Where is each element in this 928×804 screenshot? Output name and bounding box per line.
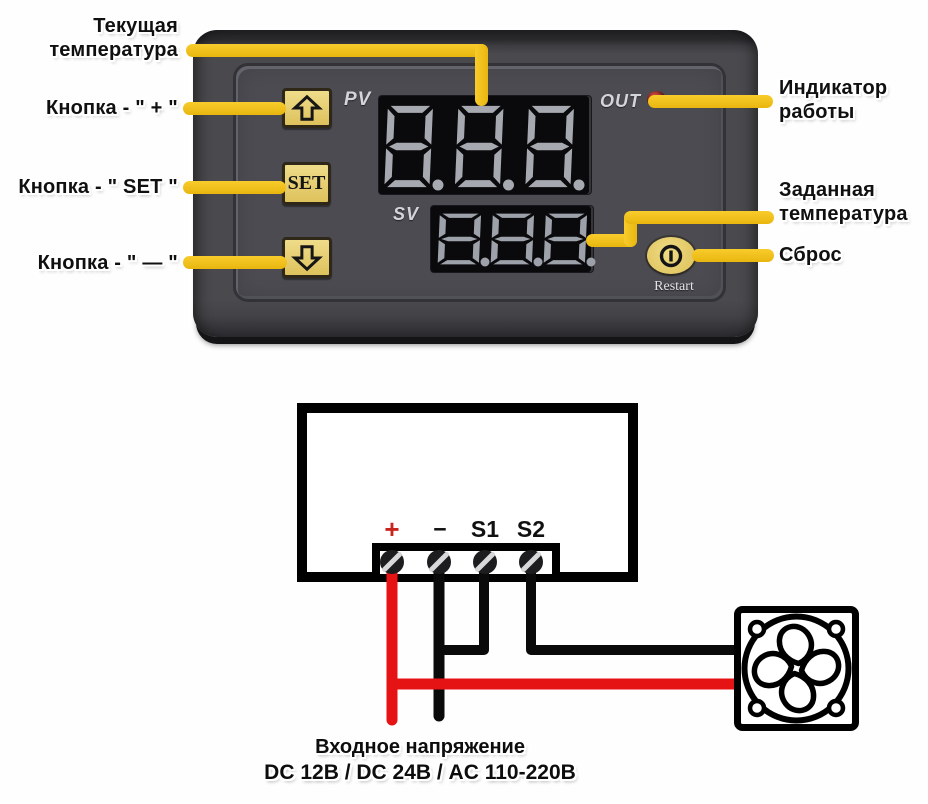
wire-s1-jumper [440, 557, 489, 655]
screw-icon [427, 550, 451, 574]
input-voltage-caption: Входное напряжение [315, 736, 525, 758]
screw-icon [380, 550, 404, 574]
label-work-indicator: Индикатор работы [779, 77, 888, 123]
out-label: OUT [600, 91, 641, 111]
set-button-label: SET [287, 172, 326, 194]
power-icon [659, 244, 683, 267]
screw-icon [473, 550, 497, 574]
label-target-temperature: Заданная температура [779, 179, 908, 225]
callout-reset [692, 249, 774, 262]
callout-target-temp-high [624, 211, 774, 224]
pv-display [379, 96, 591, 194]
fan-icon [734, 606, 859, 731]
label-button-set: Кнопка - " SET " [18, 176, 178, 198]
callout-plus-button [183, 102, 286, 115]
thermostat-device: SET PV OUT SV Restart [193, 30, 758, 337]
label-current-temperature: Текущая температура [49, 15, 178, 61]
restart-button-caption: Restart [654, 279, 694, 294]
pv-label: PV [344, 89, 372, 110]
set-button: SET [282, 162, 331, 205]
callout-current-temp-v [475, 44, 488, 106]
terminal-label-plus: + [384, 514, 399, 544]
sv-display [431, 206, 596, 272]
callout-out-led [648, 95, 773, 108]
label-button-minus: Кнопка - " — " [37, 252, 178, 274]
label-button-plus: Кнопка - " + " [45, 97, 178, 119]
up-button [282, 88, 332, 128]
arrow-down-icon [291, 244, 323, 271]
callout-set-button [183, 181, 286, 194]
restart-button [647, 237, 695, 274]
terminal-label-minus: − [433, 516, 446, 542]
screw-icon [519, 550, 543, 574]
sv-label: SV [393, 204, 420, 224]
wire-s2-to-fan [526, 562, 737, 655]
input-voltage-values: DC 12В / DC 24В / AC 110-220В [264, 761, 576, 784]
terminal-label-s1: S1 [471, 516, 499, 542]
arrow-up-icon [291, 94, 323, 121]
label-reset: Сброс [779, 244, 842, 266]
down-button [282, 237, 332, 278]
screw-terminals [380, 550, 543, 574]
callout-current-temp-h [186, 44, 488, 57]
callout-minus-button [183, 256, 287, 269]
terminal-label-s2: S2 [517, 516, 545, 542]
